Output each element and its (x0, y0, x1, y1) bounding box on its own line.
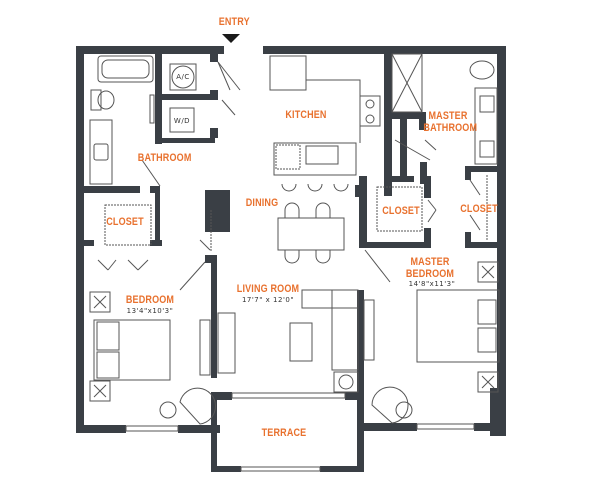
room-label-master-bathroom-2: BATHROOM (423, 122, 478, 134)
room-label-kitchen: KITCHEN (285, 109, 327, 121)
room-label-terrace: TERRACE (261, 427, 307, 439)
fixtures (89, 53, 500, 472)
room-label-closet-right: CLOSET (460, 203, 498, 215)
room-label-bedroom: BEDROOM (125, 294, 175, 306)
bedroom-dimensions: 13'4"x10'3" (126, 307, 174, 315)
room-label-bathroom: BATHROOM (137, 152, 192, 164)
room-label-living-room: LIVING ROOM (236, 283, 300, 295)
room-label-dining: DINING (245, 197, 279, 209)
room-label-closet-master: CLOSET (382, 205, 420, 217)
room-label-master-bathroom-1: MASTER (428, 110, 468, 122)
entry-arrow-icon (222, 34, 240, 43)
living-room-dimensions: 17'7" x 12'0" (241, 296, 295, 304)
room-label-master-bedroom-1: MASTER (410, 256, 450, 268)
ac-label: A/C (176, 73, 190, 81)
entry-label: ENTRY (218, 16, 250, 28)
wd-label: W/D (173, 117, 191, 125)
walls (76, 46, 506, 472)
room-label-master-bedroom-2: BEDROOM (405, 268, 455, 280)
master-bedroom-dimensions: 14'8"x11'3" (408, 280, 456, 288)
room-label-closet-left: CLOSET (106, 216, 144, 228)
